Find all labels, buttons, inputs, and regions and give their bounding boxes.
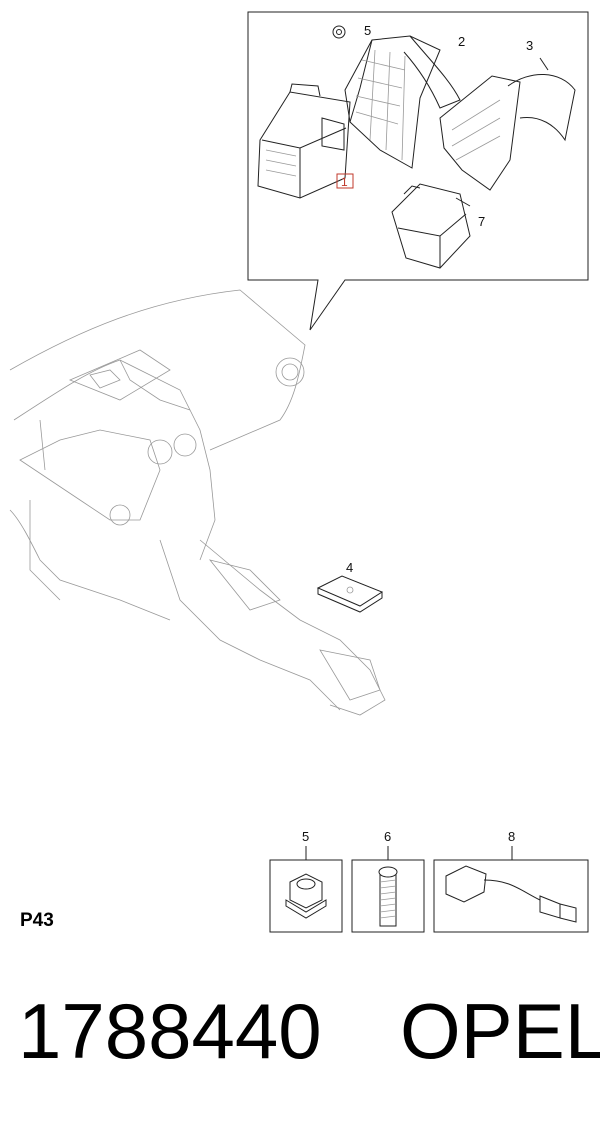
callout-4[interactable]: 4 [346,560,353,575]
dashboard-drawing [9,289,386,716]
callout-1[interactable]: 1 [341,175,348,189]
callout-6-box[interactable]: 6 [384,829,391,844]
callout-2[interactable]: 2 [458,34,465,49]
part-8-cable-box[interactable] [433,859,589,933]
part-1-highlight-box [336,173,354,189]
part-3-bracket[interactable] [439,57,576,191]
detail-callout-box [247,11,589,331]
part-5-nut-box[interactable] [269,859,343,933]
parts-diagram: 1 5 2 3 7 [9,11,589,933]
part-1-control-module[interactable] [257,83,351,199]
part-number: 1788440 [18,987,322,1075]
brand-name: OPEL [400,987,600,1075]
page-code: P43 [20,910,54,931]
part-6-screw-box[interactable] [351,859,425,933]
callout-8-box[interactable]: 8 [508,829,515,844]
part-4-component[interactable] [316,575,384,613]
callout-7[interactable]: 7 [478,214,485,229]
part-7-module[interactable] [391,183,471,269]
part-5-nut-top[interactable] [332,25,346,39]
part-2-bracket[interactable] [344,35,461,169]
callout-5-top[interactable]: 5 [364,23,371,38]
callout-5-box[interactable]: 5 [302,829,309,844]
callout-3[interactable]: 3 [526,38,533,53]
